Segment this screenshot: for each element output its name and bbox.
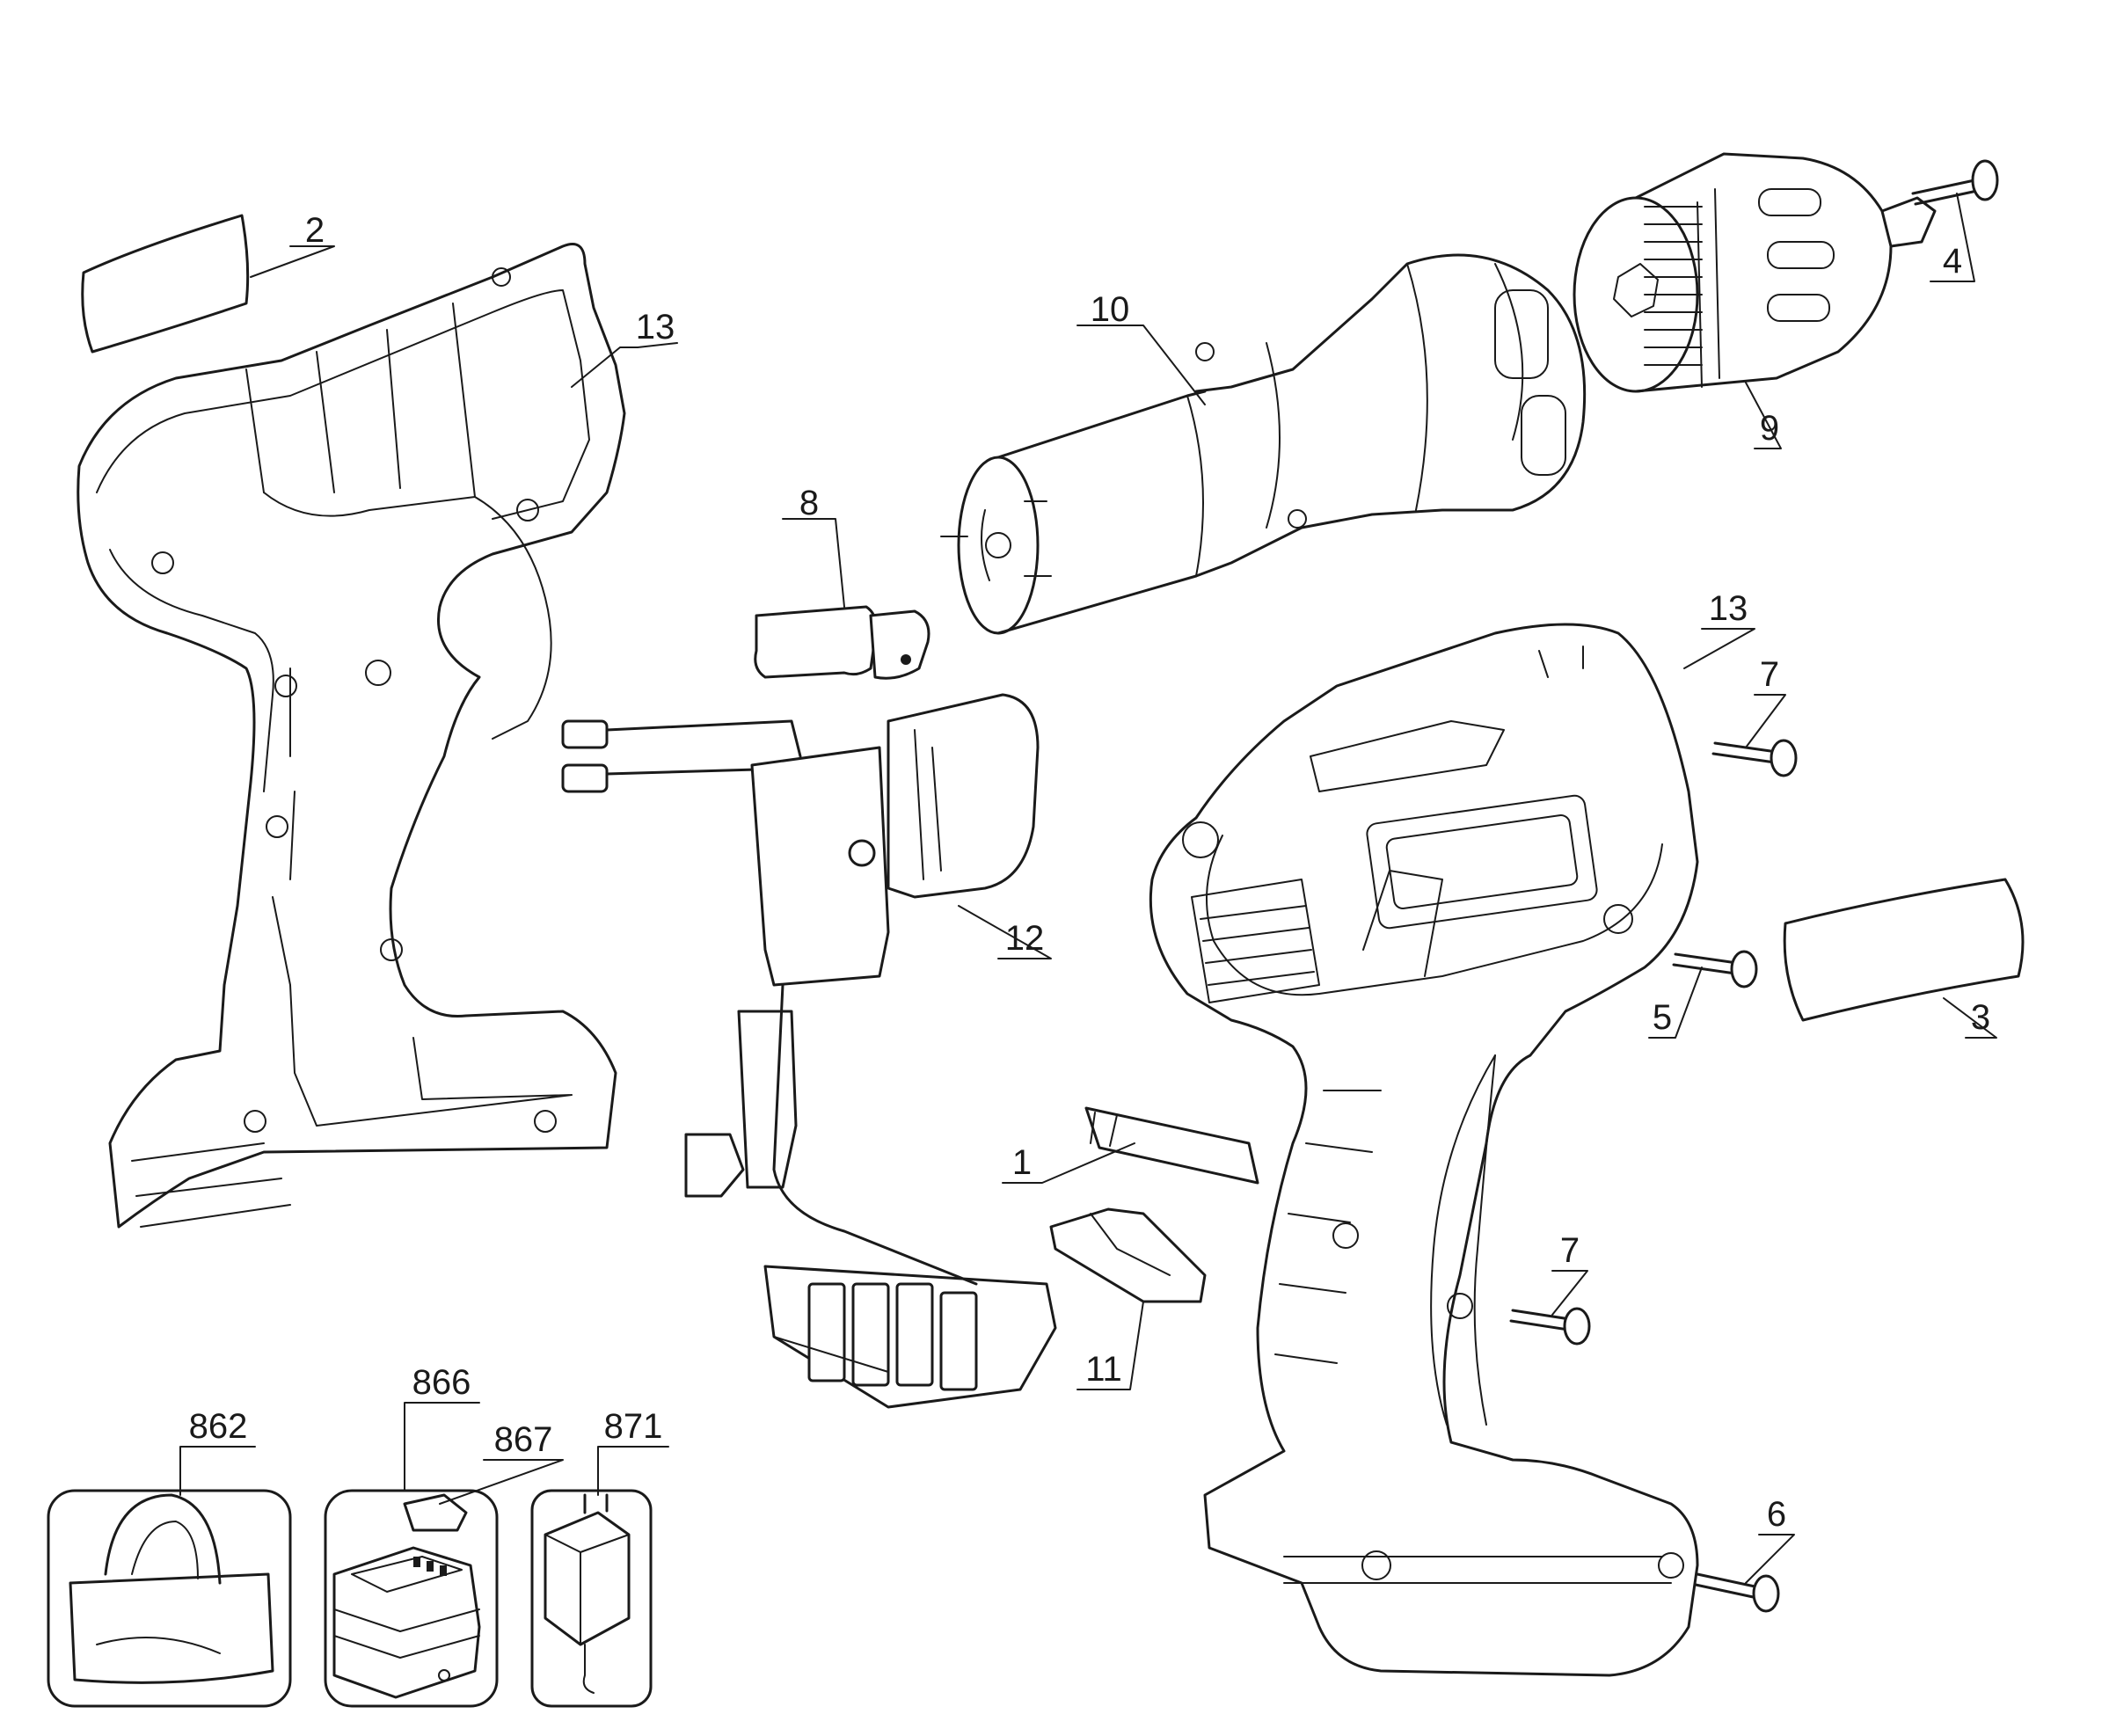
callout-11: 11 xyxy=(1085,1350,1122,1389)
callout-7-bottom: 7 xyxy=(1560,1231,1580,1270)
callout-4: 4 xyxy=(1943,242,1962,281)
inset-charger-871 xyxy=(530,1489,653,1708)
part-screw-7-bottom xyxy=(1509,1307,1591,1346)
part-direction-switch-8 xyxy=(754,605,930,680)
callout-867: 867 xyxy=(494,1420,553,1459)
callout-9: 9 xyxy=(1760,409,1779,448)
part-housing-left-13 xyxy=(77,243,626,1229)
callout-2: 2 xyxy=(305,211,325,250)
part-screw-7-top xyxy=(1711,739,1798,777)
inset-bag-862 xyxy=(47,1489,292,1708)
callout-13-right: 13 xyxy=(1709,589,1748,628)
callout-10: 10 xyxy=(1091,290,1130,329)
leader-lines xyxy=(179,193,1997,1584)
part-label-plate-2 xyxy=(81,214,250,354)
callout-6: 6 xyxy=(1767,1495,1786,1534)
part-housing-right-13 xyxy=(1149,623,1699,1677)
inset-terminal-867 xyxy=(403,1493,468,1532)
callout-12: 12 xyxy=(1005,919,1045,958)
callout-862: 862 xyxy=(189,1407,248,1446)
callout-labels: 2 13 10 4 9 8 13 7 12 5 3 1 7 11 6 862 8… xyxy=(189,211,1991,1534)
part-screw-6 xyxy=(1694,1572,1780,1613)
part-trigger-switch-12 xyxy=(561,693,1057,1409)
callout-13-left: 13 xyxy=(636,308,675,346)
inset-battery-866 xyxy=(324,1489,499,1708)
callout-7-top: 7 xyxy=(1760,655,1779,694)
callout-5: 5 xyxy=(1653,998,1672,1037)
callout-1: 1 xyxy=(1012,1143,1032,1182)
callout-871: 871 xyxy=(604,1407,663,1446)
part-clip-11 xyxy=(1049,1207,1207,1303)
callout-3: 3 xyxy=(1971,998,1990,1037)
callout-866: 866 xyxy=(412,1363,471,1402)
part-motor-gearbox-10 xyxy=(940,253,1587,635)
part-screw-5 xyxy=(1672,950,1758,988)
callout-8: 8 xyxy=(799,484,819,522)
part-screw-4 xyxy=(1911,159,1999,206)
part-bit-1 xyxy=(1084,1106,1259,1185)
part-label-plate-3 xyxy=(1783,878,2025,1022)
part-chuck-9 xyxy=(1573,152,1937,393)
